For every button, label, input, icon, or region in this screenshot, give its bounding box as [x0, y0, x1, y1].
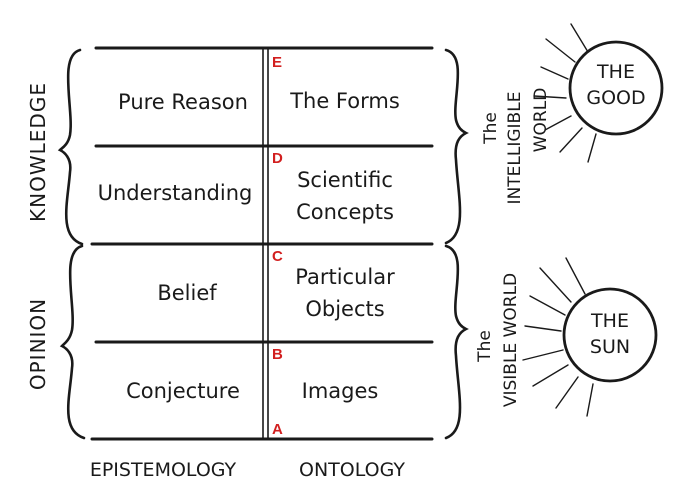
- epistemology-understanding: Understanding: [98, 181, 253, 205]
- good-rays: [533, 23, 597, 163]
- left-brace-opinion: [59, 244, 86, 440]
- epistemology-label: EPISTEMOLOGY: [90, 459, 237, 481]
- point-a: A: [272, 421, 283, 438]
- good-word: GOOD: [586, 87, 645, 109]
- ontology-the-forms: The Forms: [289, 89, 400, 113]
- epistemology-conjecture: Conjecture: [126, 379, 240, 403]
- ontology-objects: Objects: [305, 297, 384, 321]
- epistemology-pure-reason: Pure Reason: [118, 90, 248, 114]
- intelligible-the: The: [481, 112, 501, 145]
- sun-circle: [562, 287, 658, 383]
- ontology-images: Images: [302, 379, 379, 403]
- divided-line: [262, 48, 269, 439]
- point-e: E: [272, 54, 282, 71]
- horizontal-lines: [90, 46, 434, 441]
- right-brace-intelligible: [444, 48, 469, 245]
- intelligible-world: WORLD: [531, 88, 551, 153]
- good-the: THE: [596, 61, 635, 83]
- good-circle: [568, 40, 664, 136]
- point-b: B: [272, 346, 283, 363]
- the-good-sun: THE GOOD: [533, 23, 664, 163]
- point-c: C: [272, 248, 283, 265]
- intelligible-word: INTELLIGIBLE: [505, 92, 525, 205]
- sun-the: THE: [590, 310, 629, 332]
- ontology-label: ONTOLOGY: [299, 459, 405, 481]
- visible-the: The: [475, 330, 495, 363]
- opinion-label: OPINION: [26, 298, 50, 390]
- visible-world: VISIBLE WORLD: [501, 273, 521, 407]
- ontology-scientific: Scientific: [297, 168, 393, 192]
- epistemology-belief: Belief: [157, 281, 217, 305]
- ontology-particular: Particular: [295, 265, 395, 289]
- visible-world-label: The VISIBLE WORLD: [475, 273, 521, 407]
- point-d: D: [272, 150, 283, 167]
- intelligible-world-label: The INTELLIGIBLE WORLD: [481, 88, 551, 205]
- sun-rays: [522, 257, 594, 417]
- the-sun: THE SUN: [522, 257, 658, 417]
- sun-word: SUN: [590, 336, 630, 358]
- knowledge-label: KNOWLEDGE: [26, 82, 50, 222]
- right-brace-visible: [444, 244, 469, 440]
- left-brace-knowledge: [57, 48, 84, 246]
- ontology-concepts: Concepts: [296, 200, 394, 224]
